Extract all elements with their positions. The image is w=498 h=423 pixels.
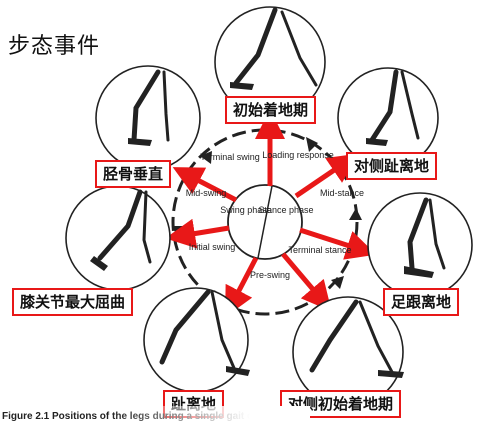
- leg-figure: [142, 190, 152, 264]
- leg-figure: [400, 70, 420, 140]
- leg-figure: [97, 189, 143, 261]
- event-arrow-toe-off: [225, 256, 259, 318]
- leg-figure: [309, 299, 359, 373]
- event-label-tibia-vertical: 胫骨垂直: [95, 160, 172, 188]
- leg-figure: [428, 198, 446, 270]
- page-title: 步态事件: [8, 34, 101, 59]
- cycle-arrow: [200, 151, 212, 164]
- caption-fade: [110, 406, 310, 422]
- leg-figure: [369, 69, 399, 143]
- foot-shape: [404, 266, 434, 278]
- event-arrow-opposite-toe-off: [294, 153, 359, 199]
- event-arrow-tibia-vertical: [172, 167, 238, 203]
- label-loading-response: Loading response: [262, 150, 334, 160]
- foot-shape: [226, 366, 250, 376]
- leg-figure: [407, 197, 429, 271]
- leg-circle-tibia-vertical: [95, 65, 201, 171]
- leg-figure: [131, 69, 161, 143]
- event-label-opposite-initial-contact: 对侧初始着地期: [280, 390, 402, 418]
- foot-shape: [230, 82, 254, 90]
- event-arrow-opposite-initial-contact: [281, 252, 332, 312]
- event-arrow-max-knee-flexion: [165, 218, 230, 249]
- swing-phase-label: Swing phase: [220, 205, 272, 215]
- cycle-arrow: [349, 208, 362, 220]
- leg-figure: [233, 7, 278, 86]
- label-terminal-stance: Terminal stance: [288, 245, 351, 255]
- event-label-initial-contact: 初始着地期: [225, 96, 317, 124]
- leg-figure: [159, 289, 211, 365]
- leg-figure: [162, 70, 170, 142]
- swing-word: Swing phase: [220, 205, 272, 215]
- cycle-arrow: [331, 276, 344, 289]
- label-mid-stance: Mid-stance: [320, 188, 364, 198]
- foot-shape: [366, 138, 388, 146]
- event-label-opposite-toe-off: 对侧趾离地: [346, 152, 438, 180]
- cycle-arrow: [306, 137, 318, 152]
- label-pre-swing: Pre-swing: [250, 270, 290, 280]
- leg-figure: [210, 290, 236, 370]
- foot-shape: [128, 138, 152, 146]
- label-mid-swing: Mid-swing: [186, 188, 227, 198]
- phase-divider: [257, 185, 273, 259]
- leg-figure: [280, 10, 318, 87]
- foot-shape: [90, 256, 108, 271]
- label-terminal-swing: Terminal swing: [200, 152, 260, 162]
- event-label-heel-rise: 足跟离地: [383, 288, 460, 316]
- leg-figure: [358, 300, 394, 374]
- event-label-max-knee-flexion: 膝关节最大屈曲: [12, 288, 134, 316]
- stance-phase-label: Stance phase: [258, 205, 313, 215]
- foot-shape: [378, 370, 404, 378]
- stance-word: Stance phase: [258, 205, 313, 215]
- event-arrow-heel-rise: [299, 227, 377, 260]
- label-initial-swing: Initial swing: [189, 242, 236, 252]
- leg-circle-heel-rise: [367, 192, 473, 298]
